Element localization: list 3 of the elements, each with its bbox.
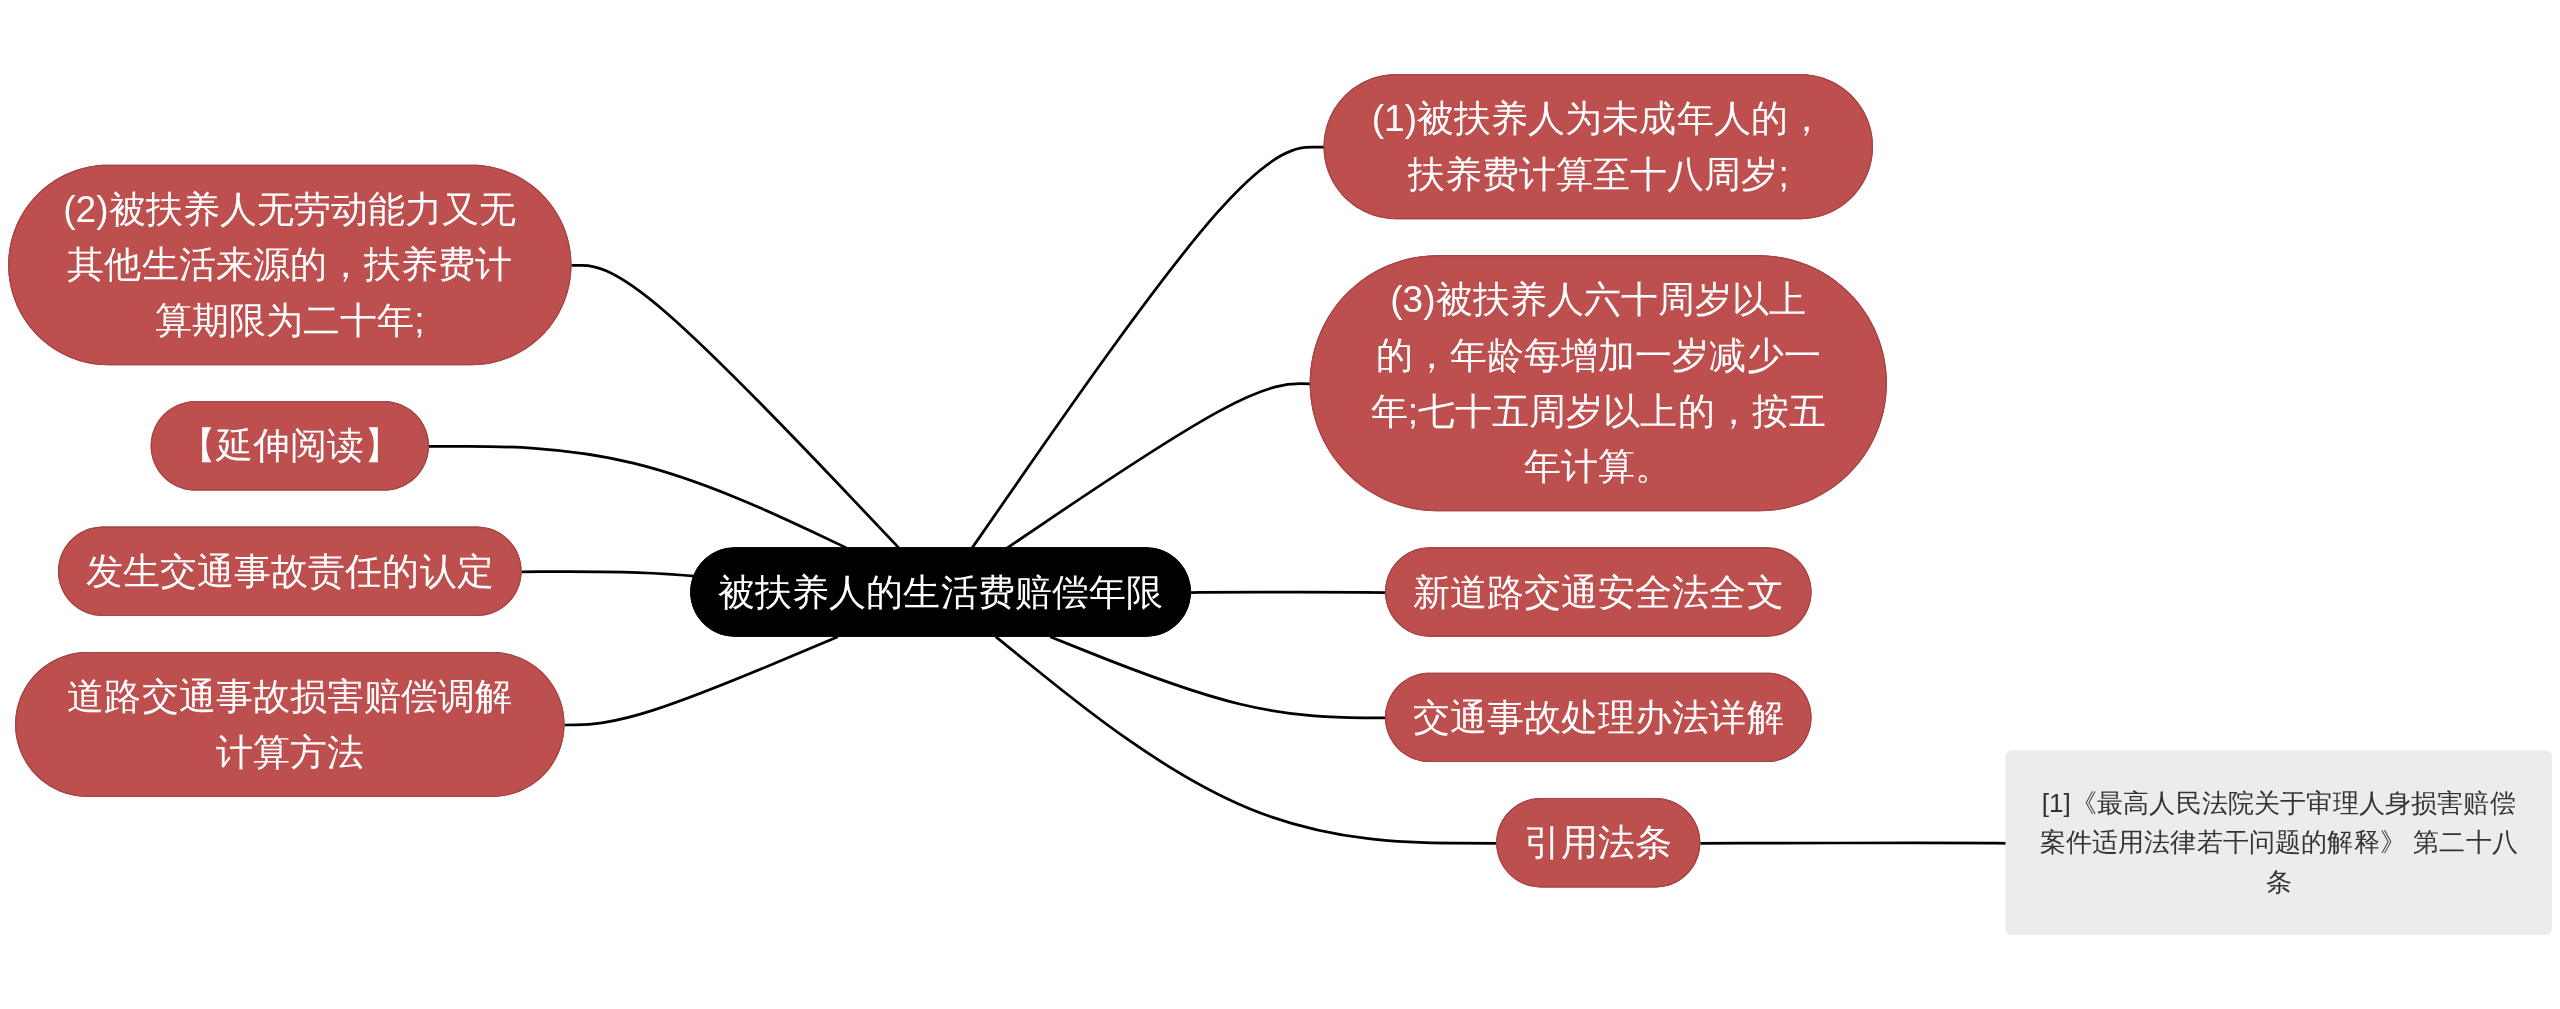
connector [564,635,839,727]
connector [1700,841,2007,845]
connector [521,570,695,578]
